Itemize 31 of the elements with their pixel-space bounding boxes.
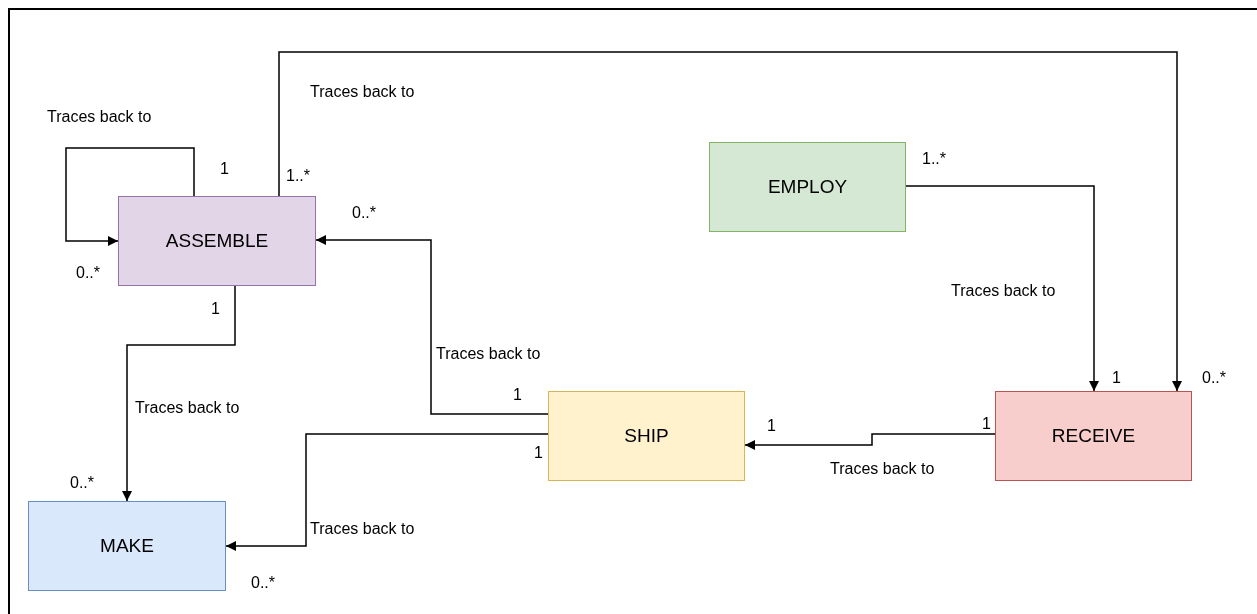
multiplicity-label: 1 (767, 416, 776, 436)
entity-name: MAKE (100, 533, 154, 558)
arrow (122, 285, 236, 502)
multiplicity-label: 1 (211, 299, 220, 319)
arrow (225, 433, 549, 551)
multiplicity-label: 1 (1112, 368, 1121, 388)
entity-name: ASSEMBLE (165, 228, 269, 253)
arrow (744, 433, 996, 450)
arrow (278, 51, 1182, 392)
multiplicity-label: 0..* (251, 573, 275, 593)
multiplicity-label: 1..* (286, 166, 310, 186)
multiplicity-label: 1 (534, 443, 543, 463)
entity-name: SHIP (624, 423, 669, 448)
entity-name: EMPLOY (767, 174, 848, 199)
multiplicity-label: 1..* (922, 149, 946, 169)
multiplicity-label: 1 (513, 385, 522, 405)
entity-box (709, 142, 906, 232)
multiplicity-label: 0..* (70, 473, 94, 493)
multiplicity-label: 1 (220, 159, 229, 179)
entity-box (995, 391, 1192, 481)
entity-box (548, 391, 745, 481)
multiplicity-label: 1 (982, 414, 991, 434)
entity-name: RECEIVE (1051, 423, 1136, 448)
arrow (905, 185, 1099, 392)
entity-box (28, 501, 226, 591)
multiplicity-label: 0..* (352, 203, 376, 223)
entity-box (118, 196, 316, 286)
multiplicity-label: 0..* (1202, 368, 1226, 388)
arrow (315, 235, 549, 415)
arrow (65, 147, 195, 246)
multiplicity-label: 0..* (76, 263, 100, 283)
